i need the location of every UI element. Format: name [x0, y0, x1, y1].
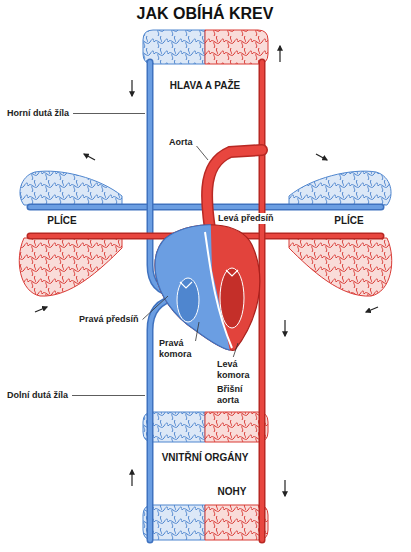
region-label: PLÍCE	[46, 215, 77, 227]
part-label: Pravá předsíň	[78, 314, 140, 325]
part-label: Aorta	[168, 137, 194, 148]
region-label: VNITŘNÍ ORGÁNY	[161, 452, 250, 464]
leader-line	[143, 296, 168, 320]
part-label: Pravá komora	[158, 338, 193, 360]
vein	[150, 298, 176, 540]
part-label: Břišní aorta	[216, 384, 244, 406]
region-label: NOHY	[217, 486, 248, 498]
flow-arrow	[316, 154, 327, 160]
vein	[150, 298, 176, 540]
flow-arrow	[366, 307, 378, 312]
heart-right-side	[155, 225, 260, 351]
lung-venous	[289, 171, 391, 205]
diagram-title: JAK OBÍHÁ KREV	[137, 4, 274, 24]
veins	[30, 62, 381, 540]
leader-line	[233, 343, 238, 357]
leader-line	[196, 322, 199, 341]
right-ventricle	[177, 278, 199, 322]
head-capillaries	[143, 30, 268, 64]
heart	[155, 225, 260, 351]
leader-lines	[72, 114, 238, 396]
flow-arrow	[284, 480, 285, 496]
leg-capillaries	[143, 505, 268, 540]
flow-arrows	[35, 46, 378, 496]
flow-arrow	[284, 320, 285, 336]
arteries	[30, 62, 381, 540]
lung-venous	[20, 171, 122, 205]
venous-capillaries	[143, 30, 205, 64]
part-label: Levá předsíň	[217, 213, 275, 224]
valves	[180, 270, 238, 288]
part-label: Levá komora	[216, 359, 251, 381]
leader-line	[197, 146, 208, 160]
region-label: PLÍCE	[333, 215, 364, 227]
leader-line	[73, 113, 145, 114]
flow-arrow	[279, 46, 280, 62]
left-ventricle	[220, 268, 244, 328]
organ-capillaries	[143, 412, 268, 442]
part-label: Dolní dutá žíla	[6, 390, 69, 401]
artery	[259, 62, 266, 540]
flow-arrow	[131, 80, 132, 96]
region-label: HLAVA A PAŽE	[169, 80, 242, 92]
flow-arrow	[131, 470, 132, 486]
artery	[260, 62, 264, 540]
lung-arterial	[19, 238, 122, 296]
lung-arterial	[289, 238, 392, 296]
part-label: Horní dutá žíla	[6, 108, 70, 119]
flow-arrow	[35, 307, 47, 312]
arterial-capillaries	[205, 30, 268, 64]
heart-left-side	[155, 225, 260, 351]
flow-arrow	[84, 154, 95, 160]
leader-line	[72, 395, 145, 396]
